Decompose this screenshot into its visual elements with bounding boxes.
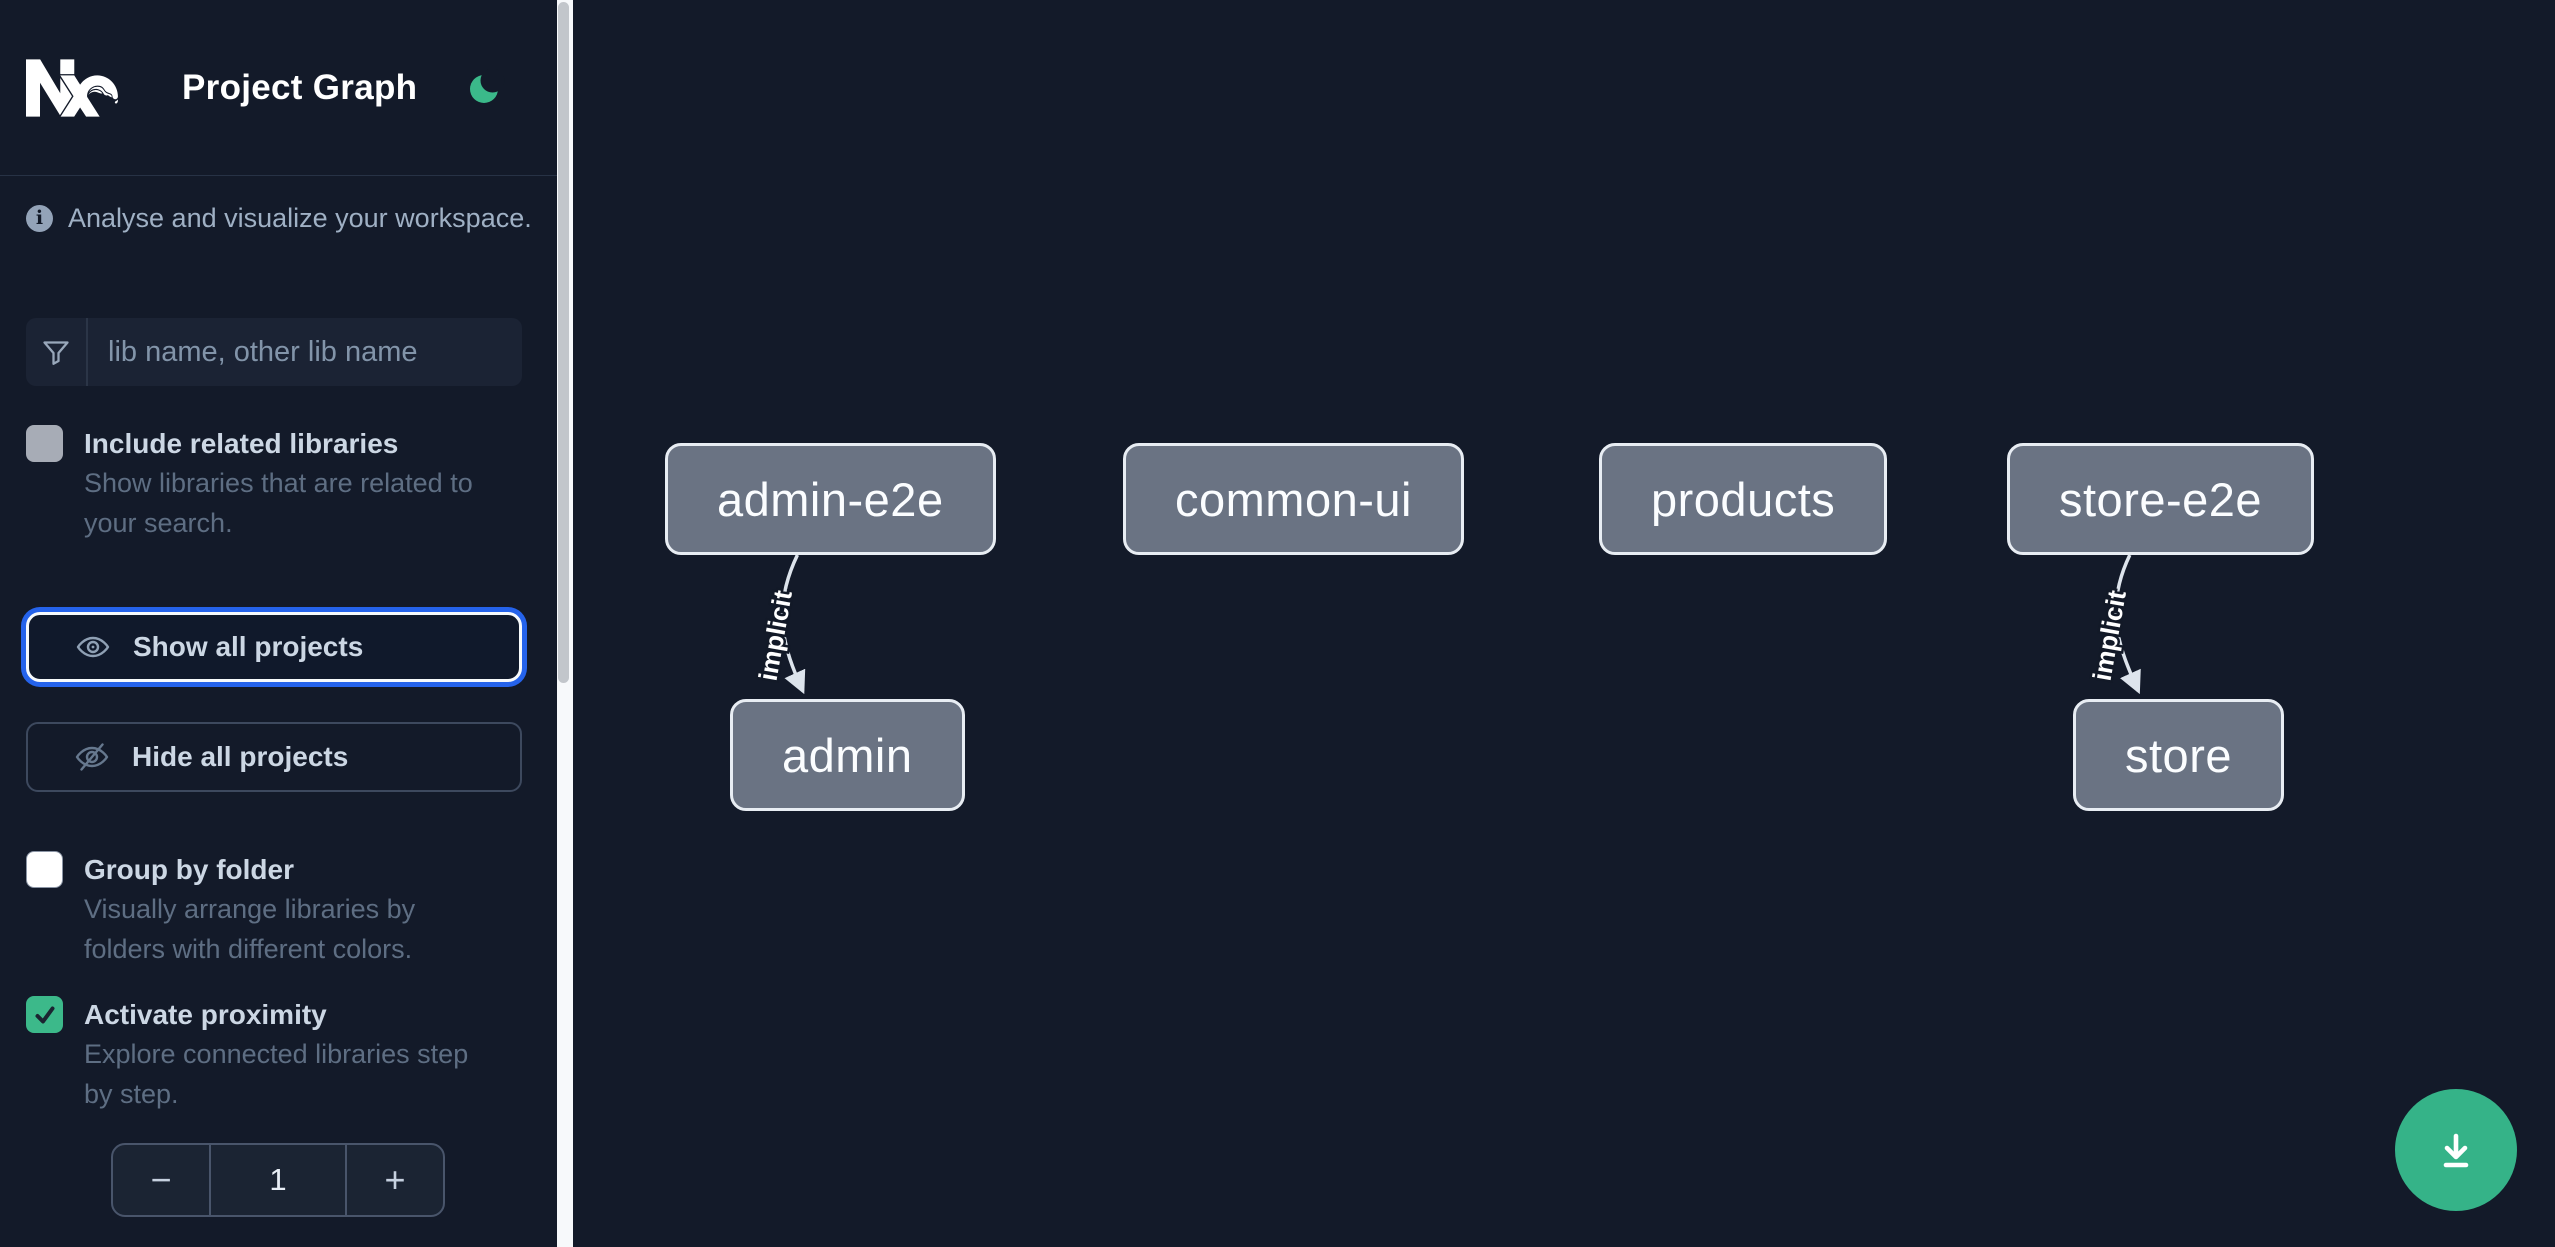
theme-toggle-button[interactable]	[467, 68, 505, 107]
filter-icon	[26, 318, 88, 386]
group-by-folder-label: Group by folder	[84, 854, 294, 885]
graph-edge-admin-e2e-admin	[780, 554, 806, 695]
eye-slash-icon	[75, 743, 109, 771]
edge-label-admin-e2e-admin: implicit	[753, 588, 798, 683]
graph-node-admin-e2e[interactable]: admin-e2e	[665, 443, 996, 555]
option-include-related: Include related libraries Show libraries…	[26, 425, 537, 543]
option-group-by-folder: Group by folder Visually arrange librari…	[26, 851, 537, 969]
group-by-folder-desc-line1: Visually arrange libraries by	[84, 894, 416, 924]
include-related-label: Include related libraries	[84, 428, 399, 459]
graph-node-common-ui[interactable]: common-ui	[1123, 443, 1464, 555]
moon-icon	[470, 68, 505, 103]
proximity-value: 1	[209, 1145, 347, 1215]
info-icon: i	[26, 204, 53, 232]
eye-icon	[76, 636, 110, 658]
proximity-increment-button[interactable]: +	[347, 1145, 443, 1215]
graph-canvas[interactable]: implicit implicit admin-e2e common-ui produ…	[573, 0, 2555, 1247]
hide-all-projects-label: Hide all projects	[132, 741, 349, 772]
activate-proximity-desc-line1: Explore connected libraries step	[84, 1039, 469, 1069]
include-related-checkbox[interactable]	[26, 425, 63, 462]
download-image-button[interactable]	[2395, 1089, 2517, 1211]
option-activate-proximity: Activate proximity Explore connected lib…	[26, 996, 537, 1114]
sidebar-header: Project Graph	[0, 0, 557, 176]
show-all-projects-button[interactable]: Show all projects	[26, 612, 522, 682]
sidebar-scrollbar-thumb[interactable]	[558, 2, 569, 683]
group-by-folder-checkbox[interactable]	[26, 851, 63, 888]
workspace-tagline: i Analyse and visualize your workspace.	[26, 196, 537, 240]
search-box	[26, 318, 522, 386]
download-icon	[2443, 1133, 2469, 1168]
include-related-desc-line2: your search.	[84, 508, 233, 538]
activate-proximity-checkbox[interactable]	[26, 996, 63, 1033]
page-title: Project Graph	[182, 67, 418, 107]
proximity-decrement-button[interactable]: −	[113, 1145, 209, 1215]
tagline-text: Analyse and visualize your workspace.	[68, 202, 532, 233]
graph-node-products[interactable]: products	[1599, 443, 1888, 555]
search-input[interactable]	[88, 318, 522, 386]
activate-proximity-desc-line2: by step.	[84, 1079, 179, 1109]
graph-node-store-e2e[interactable]: store-e2e	[2007, 443, 2315, 555]
graph-edge-store-e2e-store	[2114, 554, 2141, 695]
edge-label-store-e2e-store: implicit	[2087, 588, 2132, 683]
show-all-projects-label: Show all projects	[133, 631, 364, 662]
graph-node-admin[interactable]: admin	[730, 699, 965, 811]
proximity-stepper: − 1 +	[111, 1143, 445, 1217]
group-by-folder-desc-line2: folders with different colors.	[84, 934, 413, 964]
include-related-desc-line1: Show libraries that are related to	[84, 468, 473, 498]
sidebar-scrollbar-track	[557, 0, 573, 1247]
hide-all-projects-button[interactable]: Hide all projects	[26, 722, 522, 792]
checkmark-icon	[35, 1006, 54, 1023]
nx-logo-icon	[26, 58, 118, 117]
graph-node-store[interactable]: store	[2073, 699, 2284, 811]
activate-proximity-label: Activate proximity	[84, 999, 327, 1030]
graph-edges-layer: implicit implicit	[750, 554, 2141, 695]
sidebar: Project Graph i Analyse and visualize yo…	[0, 0, 557, 1247]
